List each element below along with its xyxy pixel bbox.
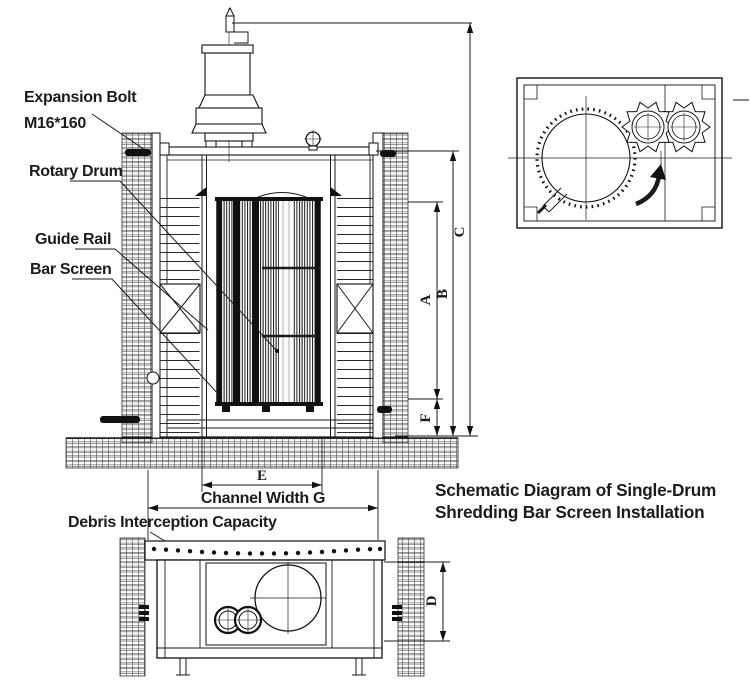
dim-a: A [418, 294, 434, 305]
bar-screen-label: Bar Screen [30, 261, 112, 278]
channel-width-label: Channel Width G [201, 490, 325, 507]
dim-e: E [257, 468, 267, 484]
guide-rail-label: Guide Rail [35, 231, 111, 248]
eyebolt-icon [304, 130, 322, 151]
left-frame-rungs [160, 192, 200, 284]
rotary-drum-assembly [215, 192, 323, 412]
anchor-bolts-section [139, 605, 402, 621]
expansion-bolts [100, 149, 396, 423]
dim-d: D [424, 595, 440, 606]
dim-c: C [452, 227, 468, 238]
shredder-gears gear-icon [621, 101, 711, 153]
debris-strip [144, 540, 386, 561]
drum-plan-circle [535, 107, 637, 209]
front-elevation-view [65, 6, 459, 469]
right-frame-rungs [337, 333, 373, 436]
caption-line-1: Schematic Diagram of Single-Drum [435, 480, 716, 500]
left-cross-brace [159, 283, 201, 334]
rotary-drum-label: Rotary Drum [29, 163, 123, 180]
floor-slab [65, 437, 459, 469]
drive-motor [191, 6, 267, 162]
drum-end-circle [250, 562, 326, 634]
caption: Schematic Diagram of Single-Drum Shreddi… [435, 480, 716, 522]
corner-braces [524, 85, 715, 221]
expansion-bolt-label: Expansion Bolt [24, 89, 137, 106]
left-concrete-wall [121, 132, 153, 444]
bottom-section-view: Debris Interception Capacity [68, 514, 450, 677]
right-concrete-wall [382, 132, 409, 444]
dimension-d: D [384, 561, 450, 642]
right-wall-section [397, 537, 425, 677]
tank-top-plate [159, 142, 379, 161]
left-frame-post [151, 132, 161, 439]
dimension-lines: C B A F E Channel Width G [147, 22, 749, 540]
left-frame-rungs [160, 333, 200, 436]
dim-f: F [418, 413, 434, 422]
debris-capacity-label: Debris Interception Capacity [68, 514, 277, 531]
right-frame-post [372, 132, 384, 439]
right-cross-brace [336, 283, 374, 334]
caption-line-2: Shredding Bar Screen Installation [435, 502, 704, 522]
plan-view [508, 77, 732, 229]
dim-b: B [435, 289, 451, 299]
right-frame-rungs [337, 192, 373, 284]
drain-chute [536, 187, 568, 215]
bolt-spec-label: M16*160 [24, 115, 86, 132]
part-labels: Expansion Bolt M16*160 Rotary Drum Guide… [24, 89, 279, 397]
pipe-coupler [146, 371, 160, 385]
guide-rails [195, 155, 342, 437]
rotation-arrow-icon [635, 164, 666, 207]
shredder-end-circles gear-icon [213, 605, 263, 635]
